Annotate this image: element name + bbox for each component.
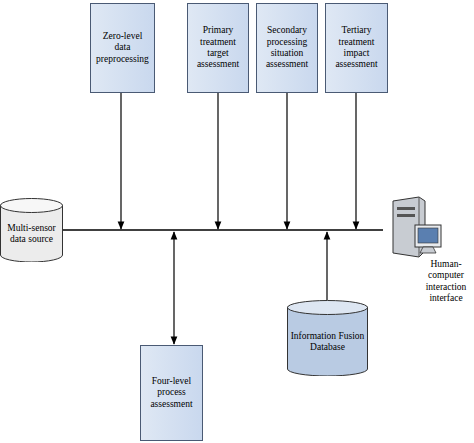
bus-line	[63, 229, 383, 230]
drive-slot	[397, 214, 415, 217]
node-label: Multi-sensor data source	[0, 198, 63, 262]
node-label: Human-computer interaction interface	[417, 259, 474, 305]
cylinder-top	[288, 301, 368, 315]
down-arrow	[286, 93, 287, 229]
drive-slot	[397, 207, 415, 210]
process-box: Secondary processing situation assessmen…	[256, 3, 318, 93]
database-cylinder: Information Fusion Database	[287, 300, 368, 376]
process-box: Four-level process assessment	[140, 345, 203, 441]
cylinder-top	[1, 199, 63, 213]
node-label: Information Fusion Database	[287, 300, 368, 376]
monitor-stand	[420, 247, 436, 253]
down-arrow	[355, 93, 356, 229]
down-arrow	[120, 93, 121, 229]
process-box: Primary treatment target assessment	[187, 3, 249, 93]
node-label: Primary treatment target assessment	[188, 25, 248, 71]
node-label: Tertiary treatment impact assessment	[326, 25, 387, 71]
node-label: Four-level process assessment	[141, 376, 202, 410]
database-cylinder: Multi-sensor data source	[0, 198, 63, 262]
node-label: Zero-level data preprocessing	[91, 31, 154, 65]
process-box: Tertiary treatment impact assessment	[325, 3, 388, 93]
cylinder-body	[1, 205, 63, 262]
monitor	[415, 225, 441, 247]
down-arrow	[217, 93, 218, 229]
computer-terminal: Human-computer interaction interface	[383, 193, 474, 303]
screen	[418, 228, 438, 243]
computer-icon	[385, 195, 445, 261]
node-label: Secondary processing situation assessmen…	[257, 25, 317, 71]
cylinder-body	[288, 307, 368, 376]
up-arrow	[326, 232, 327, 300]
double-arrow	[173, 232, 174, 344]
process-box: Zero-level data preprocessing	[90, 3, 155, 93]
